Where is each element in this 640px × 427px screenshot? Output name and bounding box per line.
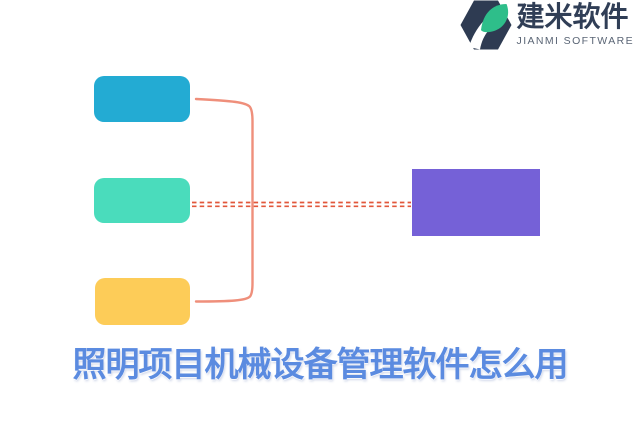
bracket-connector-line xyxy=(194,97,254,303)
page-title: 照明项目机械设备管理软件怎么用 xyxy=(72,346,569,384)
diagram-box-bottom xyxy=(95,278,190,325)
logo-text-block: 建米软件 JIANMI SOFTWARE xyxy=(517,0,634,47)
logo-company-subtitle: JIANMI SOFTWARE xyxy=(516,34,634,47)
jianmi-logo-icon xyxy=(460,0,512,50)
diagram-box-middle xyxy=(94,178,190,223)
logo-company-name: 建米软件 xyxy=(516,1,629,32)
logo-leaf-icon xyxy=(480,4,508,33)
diagram-box-top xyxy=(94,76,190,122)
diagram-box-right xyxy=(412,169,540,236)
jianmi-logo: 建米软件 JIANMI SOFTWARE xyxy=(460,0,634,50)
